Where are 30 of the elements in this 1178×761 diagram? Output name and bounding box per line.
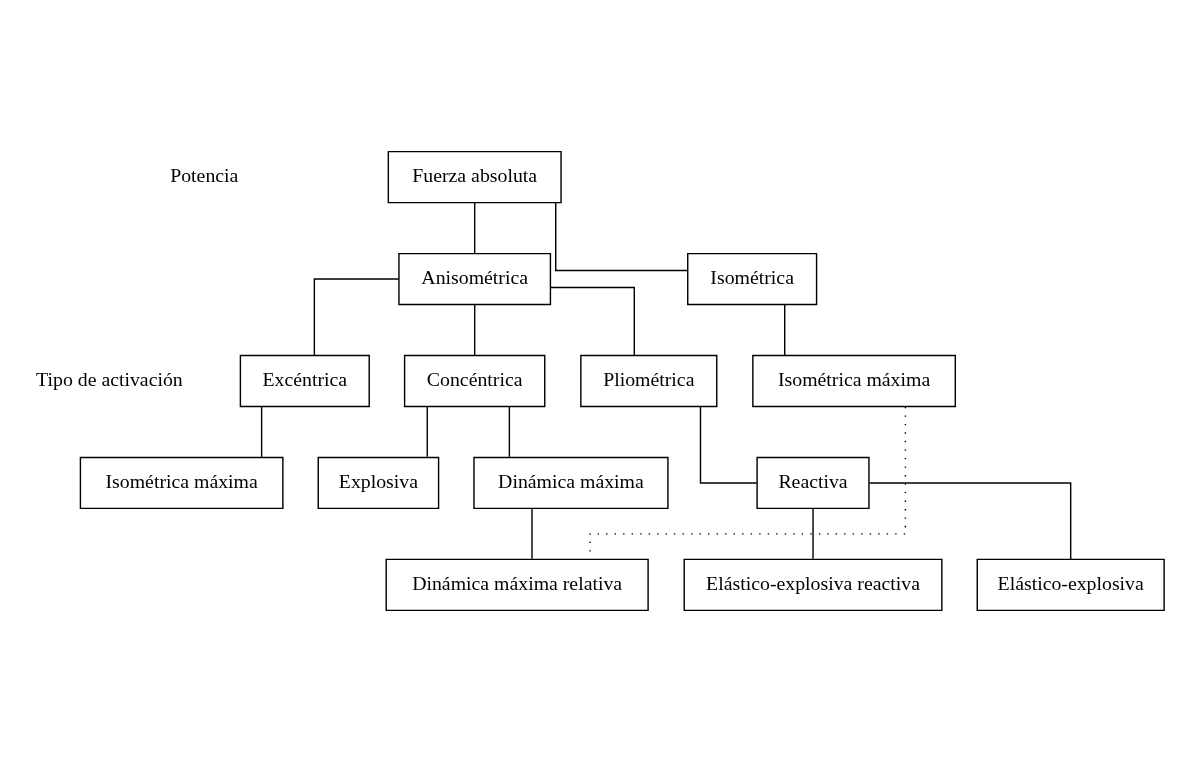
node-box: Excéntrica — [239, 354, 370, 407]
connector — [313, 277, 400, 356]
connector — [589, 405, 907, 559]
connector — [531, 507, 533, 559]
connector — [260, 405, 263, 458]
connector — [474, 201, 476, 254]
node-box: Isométrica — [687, 252, 818, 305]
node-box: Isométrica máxima — [79, 456, 284, 509]
label: Tipo de activación — [36, 367, 183, 390]
connector — [508, 405, 511, 458]
connector — [474, 303, 476, 356]
connector — [812, 507, 814, 559]
node-box: Pliométrica — [580, 354, 718, 407]
connector — [555, 201, 688, 271]
connector — [868, 481, 1072, 560]
node-box: Dinámica máxima relativa — [385, 558, 649, 611]
node-box: Elástico-explosiva reactiva — [683, 558, 943, 611]
node-box: Reactiva — [756, 456, 870, 509]
node-box: Dinámica máxima — [473, 456, 669, 509]
connector — [784, 303, 786, 356]
connector — [426, 405, 428, 458]
label: Potencia — [170, 163, 239, 186]
connector — [550, 286, 635, 356]
node-box: Concéntrica — [403, 354, 546, 407]
node-box: Isométrica máxima — [752, 354, 956, 407]
node-box: Fuerza absoluta — [387, 150, 562, 203]
connector — [699, 405, 758, 484]
node-box: Anisométrica — [398, 252, 552, 305]
node-box: Explosiva — [317, 456, 440, 509]
node-box: Elástico-explosiva — [976, 558, 1165, 611]
